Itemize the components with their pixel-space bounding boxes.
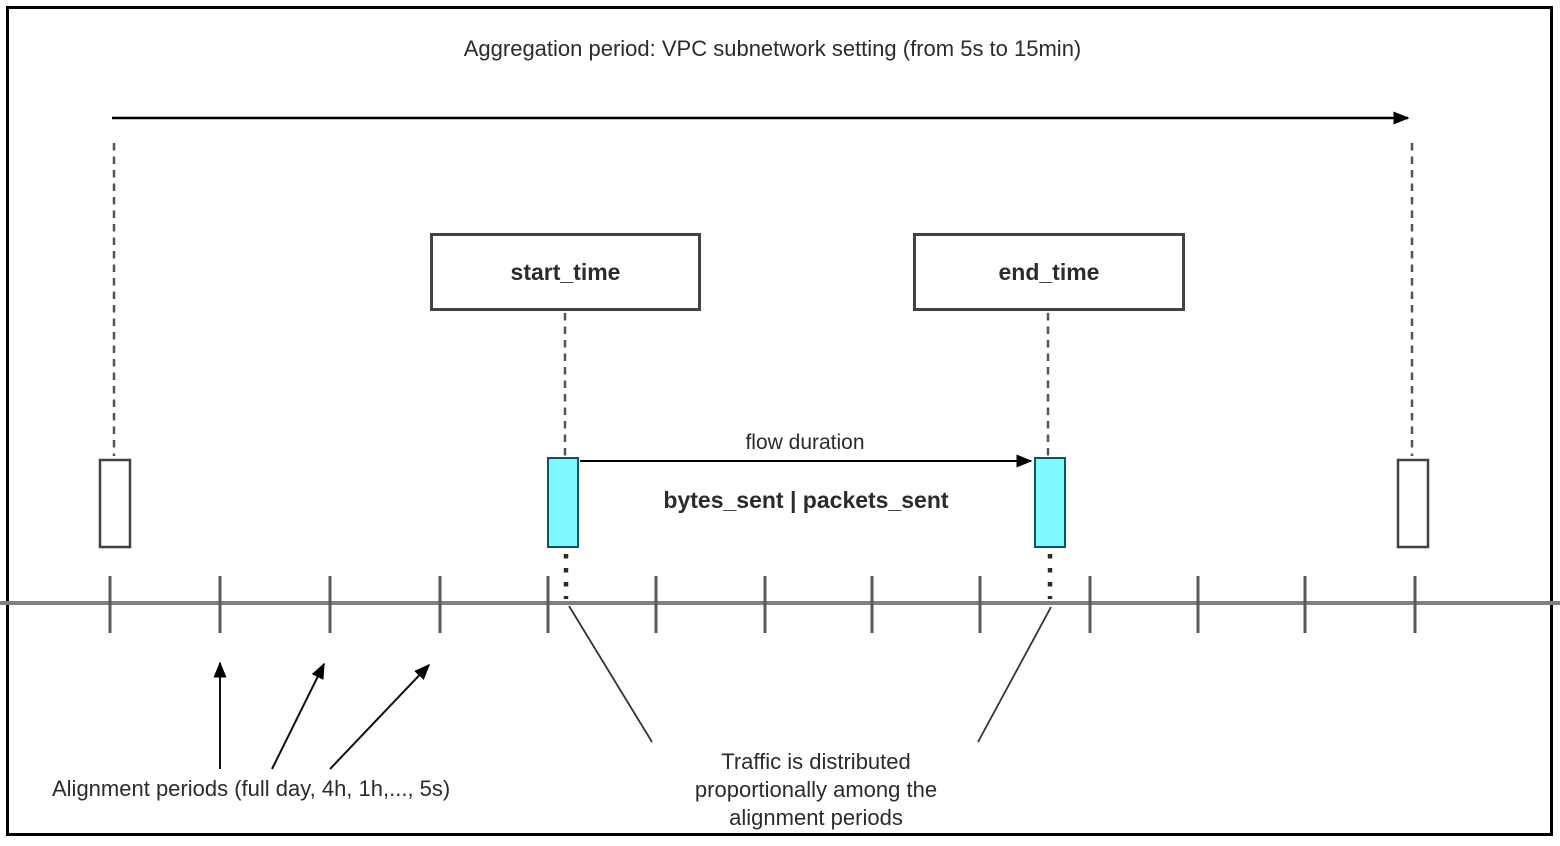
start-time-marker — [547, 457, 579, 548]
left-boundary-marker — [98, 458, 132, 549]
alignment-periods-label: Alignment periods (full day, 4h, 1h,...,… — [52, 776, 451, 801]
diagram-border — [6, 6, 1553, 836]
flow-metrics-label: bytes_sent | packets_sent — [663, 487, 949, 513]
end-time-box: end_time — [913, 233, 1185, 311]
start-callout-line — [568, 605, 653, 743]
traffic-note-line-2: proportionally among the — [694, 777, 938, 802]
end-time-marker — [1034, 457, 1066, 548]
start-time-box: start_time — [430, 233, 701, 311]
alignment-arrow-2 — [271, 662, 325, 770]
start-time-label: start_time — [510, 258, 621, 285]
right-boundary-marker — [1396, 458, 1430, 549]
end-time-label: end_time — [998, 258, 1100, 285]
alignment-arrow-3 — [329, 663, 431, 770]
diagram-title: Aggregation period: VPC subnetwork setti… — [463, 36, 1082, 61]
traffic-note-line-1: Traffic is distributed — [721, 749, 911, 774]
timeline-ticks — [108, 576, 1417, 633]
traffic-note-line-3: alignment periods — [729, 805, 903, 830]
traffic-distribution-note: Traffic is distributed proportionally am… — [695, 748, 937, 832]
flow-duration-label: flow duration — [745, 431, 865, 454]
end-callout-line — [977, 606, 1052, 743]
